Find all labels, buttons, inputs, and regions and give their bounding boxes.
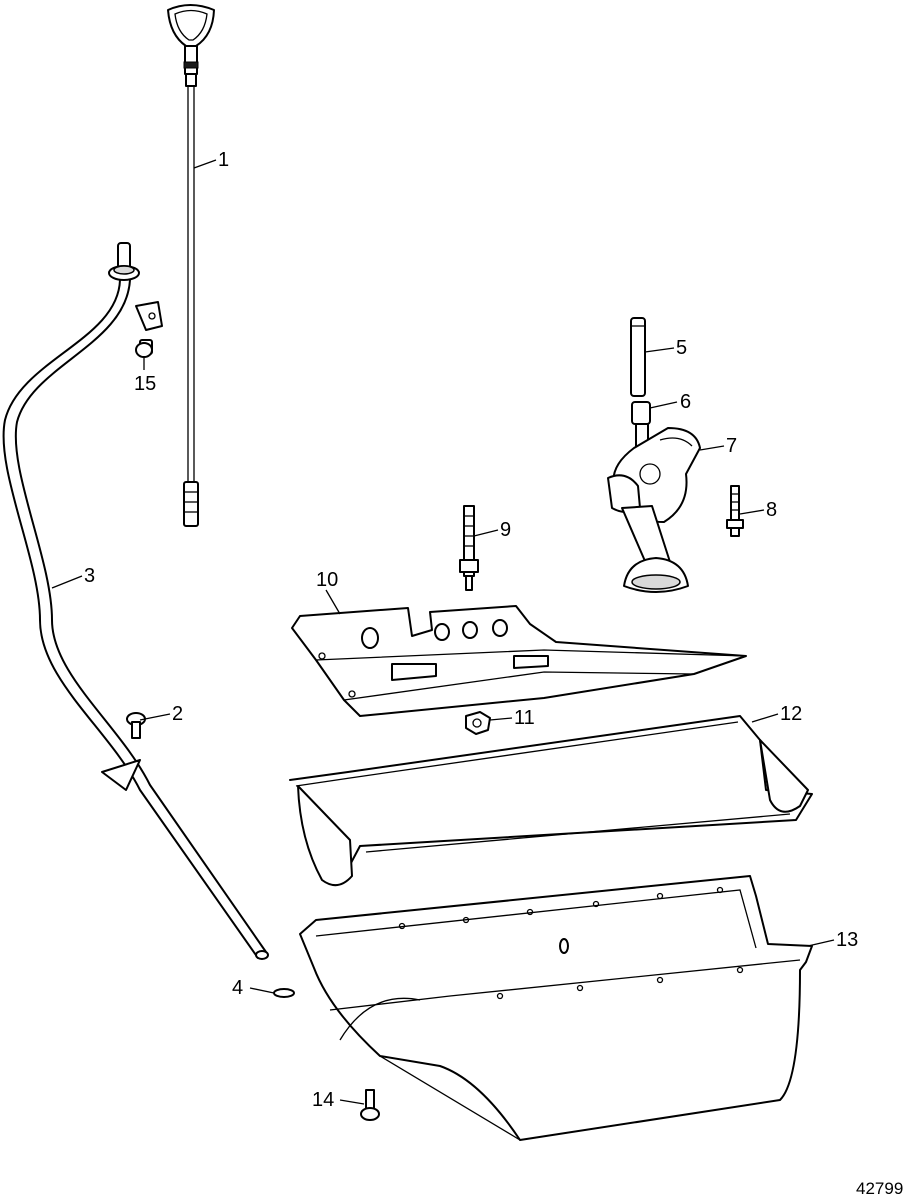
callout-15: 15	[134, 373, 156, 395]
leader-7	[699, 445, 725, 451]
callout-14: 14	[312, 1089, 334, 1111]
callout-5: 5	[676, 337, 687, 359]
callout-8: 8	[766, 499, 777, 521]
callout-7: 7	[726, 435, 737, 457]
nut-11	[465, 711, 491, 735]
callout-9: 9	[500, 519, 511, 541]
stud-8	[726, 485, 744, 537]
callout-11: 11	[514, 707, 535, 729]
dipstick-tube	[2, 242, 269, 960]
leader-8	[739, 509, 765, 515]
oil-pump	[607, 423, 701, 593]
shaft-collar	[631, 401, 651, 425]
callout-4: 4	[232, 977, 243, 999]
leader-12	[751, 713, 779, 723]
dipstick	[167, 4, 215, 527]
leader-6	[649, 401, 678, 409]
leader-9	[473, 529, 499, 537]
callout-3: 3	[84, 565, 95, 587]
leader-1	[193, 159, 217, 169]
pump-shaft	[630, 317, 646, 397]
stud-9	[459, 505, 479, 591]
bolt-15	[135, 339, 153, 358]
bolt-2	[126, 712, 146, 739]
oil-pan	[299, 875, 813, 1141]
leader-13	[807, 939, 835, 947]
bolt-14	[360, 1089, 380, 1121]
leader-3	[51, 575, 83, 589]
oil-pan-gasket	[289, 715, 813, 887]
callout-10: 10	[316, 569, 338, 591]
leader-10	[325, 589, 341, 615]
leader-4	[249, 987, 275, 994]
callout-2: 2	[172, 703, 183, 725]
callout-1: 1	[218, 149, 229, 171]
leader-14	[339, 1099, 365, 1105]
callout-12: 12	[780, 703, 802, 725]
windage-tray	[291, 605, 747, 717]
plug-4	[273, 988, 295, 998]
leader-5	[644, 347, 675, 353]
figure-number: 42799	[856, 1179, 903, 1198]
callout-labels: 1 2 3 4 5 6 7 8 9 10 11 12 13 14 15	[84, 149, 858, 1111]
callout-13: 13	[836, 929, 858, 951]
leader-lines	[51, 159, 835, 1105]
leader-11	[489, 717, 513, 721]
callout-6: 6	[680, 391, 691, 413]
leader-2	[139, 713, 171, 721]
